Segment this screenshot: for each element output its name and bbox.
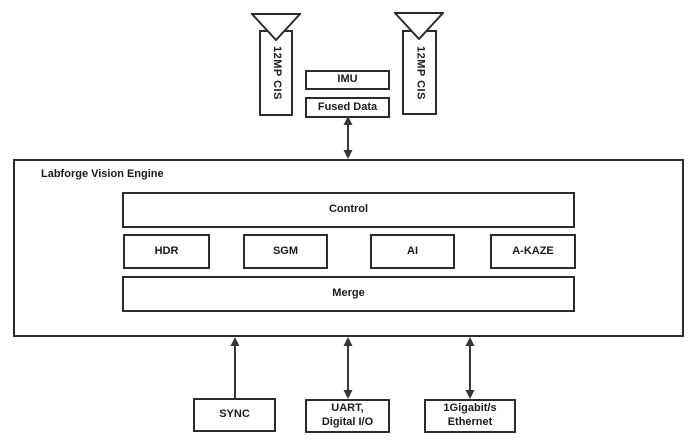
arrow-uart-engine	[343, 337, 353, 399]
arrow-sync-to-engine	[230, 337, 240, 398]
control-label: Control	[328, 203, 369, 216]
camera-lens-right-icon	[394, 12, 444, 40]
merge-label: Merge	[332, 287, 365, 300]
arrow-ethernet-engine	[465, 337, 475, 399]
module-ai-box: AI	[370, 234, 455, 269]
gigabit-ethernet-box: 1Gigabit/s Ethernet	[424, 399, 516, 433]
ethernet-label-line2: Ethernet	[447, 416, 493, 428]
fused-data-box: Fused Data	[305, 97, 390, 118]
camera-lens-left-icon	[251, 13, 301, 41]
camera-right-box: 12MP CIS	[402, 30, 437, 115]
camera-left-box: 12MP CIS	[259, 30, 293, 116]
ethernet-label-line1: 1Gigabit/s	[443, 402, 497, 415]
arrow-fused-data-engine	[343, 116, 353, 159]
camera-right-label: 12MP CIS	[414, 45, 427, 100]
labforge-vision-engine-box: Labforge Vision Engine Control HDR SGM A…	[13, 159, 684, 337]
module-akaze-box: A-KAZE	[490, 234, 576, 269]
module-hdr-box: HDR	[123, 234, 210, 269]
uart-label-line1: UART,	[331, 402, 364, 415]
module-hdr-label: HDR	[154, 244, 179, 257]
control-box: Control	[122, 192, 575, 228]
module-ai-label: AI	[407, 244, 418, 257]
engine-title: Labforge Vision Engine	[41, 168, 164, 180]
merge-box: Merge	[122, 276, 575, 312]
camera-left-label: 12MP CIS	[270, 46, 283, 100]
module-akaze-label: A-KAZE	[512, 244, 554, 257]
imu-label: IMU	[337, 73, 358, 86]
module-sgm-label: SGM	[272, 244, 299, 257]
module-sgm-box: SGM	[243, 234, 328, 269]
uart-label-line2: Digital I/O	[321, 416, 374, 428]
sync-label: SYNC	[219, 408, 250, 421]
uart-digital-io-box: UART, Digital I/O	[305, 399, 390, 433]
sync-box: SYNC	[193, 398, 276, 432]
fused-data-label: Fused Data	[317, 100, 378, 113]
imu-box: IMU	[305, 70, 390, 90]
